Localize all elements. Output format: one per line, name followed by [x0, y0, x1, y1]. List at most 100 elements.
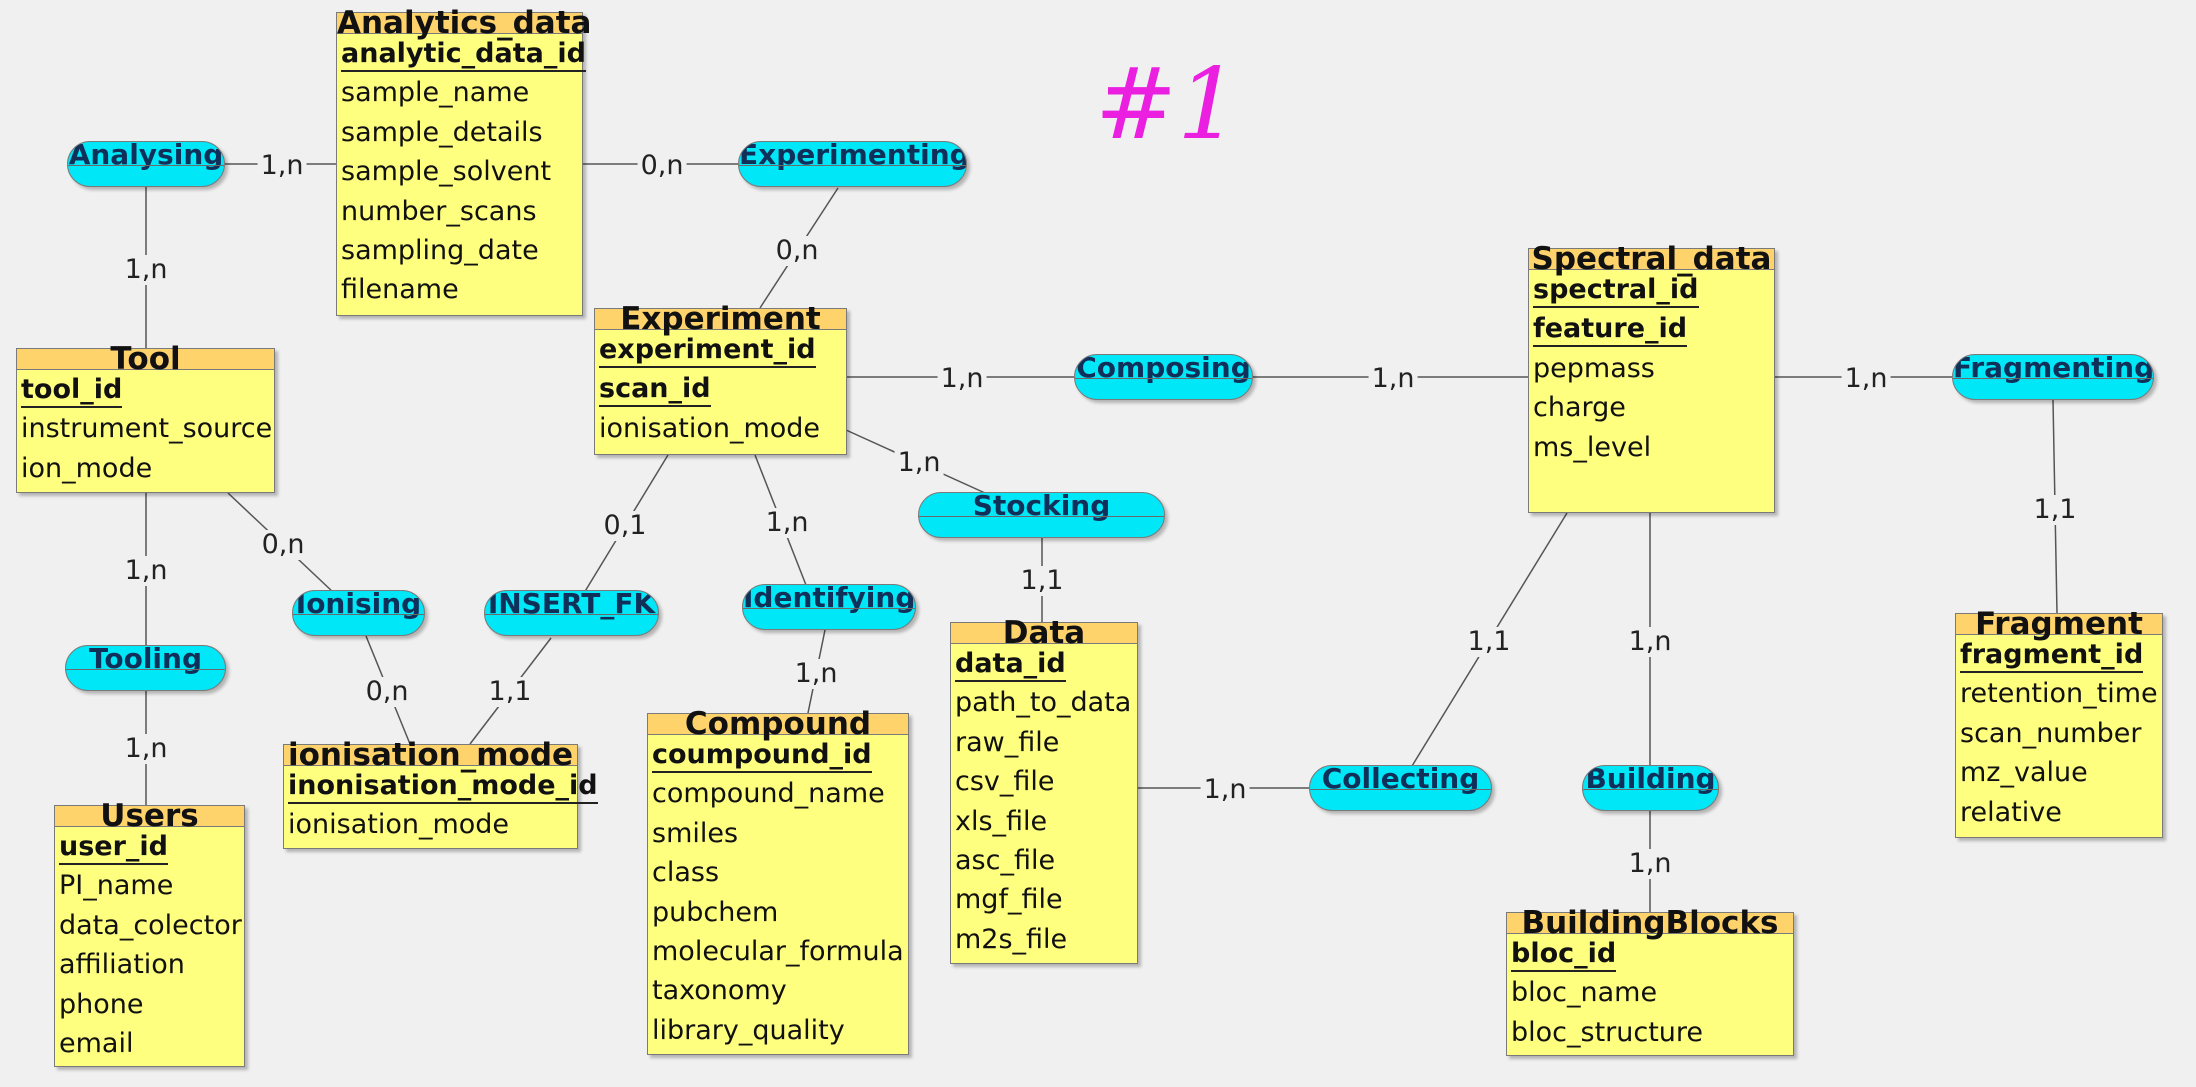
- attribute: phone: [59, 988, 144, 1020]
- attribute: data_colector: [59, 909, 242, 941]
- assoc-label: Identifying: [743, 584, 916, 614]
- cardinality-label: 0,1: [600, 511, 650, 541]
- assoc-stocking[interactable]: Stocking: [918, 492, 1165, 538]
- primary-key: fragment_id: [1956, 635, 2162, 674]
- attribute: number_scans: [341, 195, 537, 227]
- attribute: email: [59, 1027, 134, 1059]
- assoc-label: Tooling: [88, 645, 203, 675]
- attribute: scan_number: [1960, 717, 2142, 749]
- attribute: sample_details: [341, 116, 543, 148]
- assoc-building[interactable]: Building: [1582, 765, 1719, 811]
- entity-spectral-data[interactable]: Spectral_data spectral_id feature_id pep…: [1528, 244, 1775, 513]
- assoc-fragmenting[interactable]: Fragmenting: [1952, 354, 2154, 400]
- attribute: mz_value: [1960, 757, 2088, 789]
- cardinality-label: 1,n: [121, 734, 171, 764]
- cardinality-label: 1,1: [1017, 566, 1067, 596]
- attribute: smiles: [652, 817, 739, 849]
- primary-key: user_id: [55, 827, 244, 866]
- cardinality-label: 1,1: [2030, 495, 2080, 525]
- cardinality-label: 1,n: [121, 556, 171, 586]
- assoc-label: Building: [1585, 765, 1716, 795]
- attribute: affiliation: [59, 949, 185, 981]
- assoc-analysing[interactable]: Analysing: [67, 141, 225, 187]
- entity-data[interactable]: Data data_id path_to_data raw_file csv_f…: [950, 618, 1138, 964]
- cardinality-label: 1,1: [485, 677, 535, 707]
- cardinality-label: 1,n: [1841, 364, 1891, 394]
- attribute: PI_name: [59, 870, 174, 902]
- cardinality-label: 1,n: [1200, 775, 1250, 805]
- assoc-identifying[interactable]: Identifying: [742, 584, 916, 630]
- assoc-label: Composing: [1076, 354, 1251, 384]
- entity-tool[interactable]: Tool tool_id instrument_source ion_mode: [16, 344, 275, 493]
- cardinality-label: 0,n: [258, 530, 308, 560]
- cardinality-label: 0,n: [772, 236, 822, 266]
- entity-title: BuildingBlocks: [1507, 908, 1793, 939]
- entity-title: Spectral_data: [1529, 244, 1774, 275]
- cardinality-label: 1,n: [1625, 849, 1675, 879]
- entity-title: Experiment: [595, 304, 846, 335]
- attribute: sampling_date: [341, 234, 539, 266]
- entity-title: Compound: [648, 709, 908, 740]
- attribute: sample_solvent: [341, 156, 552, 188]
- assoc-insert-fk[interactable]: INSERT_FK: [484, 590, 659, 636]
- attribute: instrument_source: [21, 413, 273, 445]
- entity-title: ionisation_mode: [284, 740, 577, 771]
- attribute: csv_file: [955, 766, 1055, 798]
- attribute: retention_time: [1960, 678, 2158, 710]
- primary-key: feature_id: [1529, 309, 1774, 348]
- primary-key: coumpound_id: [648, 735, 908, 774]
- attribute: molecular_formula: [652, 935, 904, 967]
- primary-key: scan_id: [595, 369, 846, 408]
- attribute: filename: [341, 274, 459, 306]
- primary-key: tool_id: [17, 370, 274, 409]
- assoc-label: Fragmenting: [1953, 354, 2154, 384]
- entity-title: Fragment: [1956, 609, 2162, 640]
- entity-title: Data: [951, 618, 1137, 649]
- assoc-label: INSERT_FK: [487, 590, 656, 620]
- primary-key: experiment_id: [595, 330, 846, 369]
- assoc-composing[interactable]: Composing: [1074, 354, 1253, 400]
- attribute: ms_level: [1533, 431, 1652, 463]
- assoc-collecting[interactable]: Collecting: [1309, 765, 1492, 811]
- attribute: ion_mode: [21, 452, 153, 484]
- cardinality-label: 1,n: [1368, 364, 1418, 394]
- entity-users[interactable]: Users user_id PI_name data_colector affi…: [54, 801, 245, 1067]
- attribute: library_quality: [652, 1014, 845, 1046]
- cardinality-label: 1,n: [937, 364, 987, 394]
- attribute: bloc_name: [1511, 977, 1658, 1009]
- assoc-experimenting[interactable]: Experimenting: [738, 141, 967, 187]
- primary-key: analytic_data_id: [337, 34, 586, 73]
- entity-building-blocks[interactable]: BuildingBlocks bloc_id bloc_name bloc_st…: [1506, 908, 1794, 1056]
- entity-fragment[interactable]: Fragment fragment_id retention_time scan…: [1955, 609, 2163, 838]
- attribute: bloc_structure: [1511, 1016, 1704, 1048]
- attribute: compound_name: [652, 778, 885, 810]
- cardinality-label: 1,n: [762, 508, 812, 538]
- attribute: charge: [1533, 392, 1626, 424]
- assoc-label: Stocking: [972, 492, 1111, 522]
- primary-key: spectral_id: [1529, 270, 1774, 309]
- entity-analytics-data[interactable]: Analytics_data analytic_data_id sample_n…: [336, 5, 592, 316]
- entity-title: Tool: [17, 344, 274, 375]
- entity-compound[interactable]: Compound coumpound_id compound_name smil…: [647, 709, 909, 1055]
- cardinality-label: 1,n: [121, 255, 171, 285]
- entity-experiment[interactable]: Experiment experiment_id scan_id ionisat…: [594, 304, 847, 455]
- assoc-tooling[interactable]: Tooling: [65, 645, 226, 691]
- attribute: mgf_file: [955, 884, 1063, 916]
- entity-title: Analytics_data: [337, 5, 592, 41]
- attribute: path_to_data: [955, 687, 1132, 719]
- attribute: class: [652, 857, 720, 889]
- cardinality-label: 1,n: [257, 151, 307, 181]
- primary-key: data_id: [951, 644, 1137, 683]
- attribute: xls_file: [955, 805, 1048, 837]
- attribute: asc_file: [955, 844, 1056, 876]
- cardinality-label: 0,n: [637, 151, 687, 181]
- primary-key: inonisation_mode_id: [284, 766, 598, 805]
- assoc-label: Experimenting: [739, 141, 967, 171]
- assoc-ionising[interactable]: Ionising: [292, 590, 425, 636]
- cardinality-label: 1,n: [1625, 627, 1675, 657]
- cardinality-label: 1,n: [791, 659, 841, 689]
- assoc-label: Analysing: [68, 141, 224, 171]
- entity-ionisation-mode[interactable]: ionisation_mode inonisation_mode_id ioni…: [283, 740, 598, 849]
- attribute: m2s_file: [955, 923, 1068, 955]
